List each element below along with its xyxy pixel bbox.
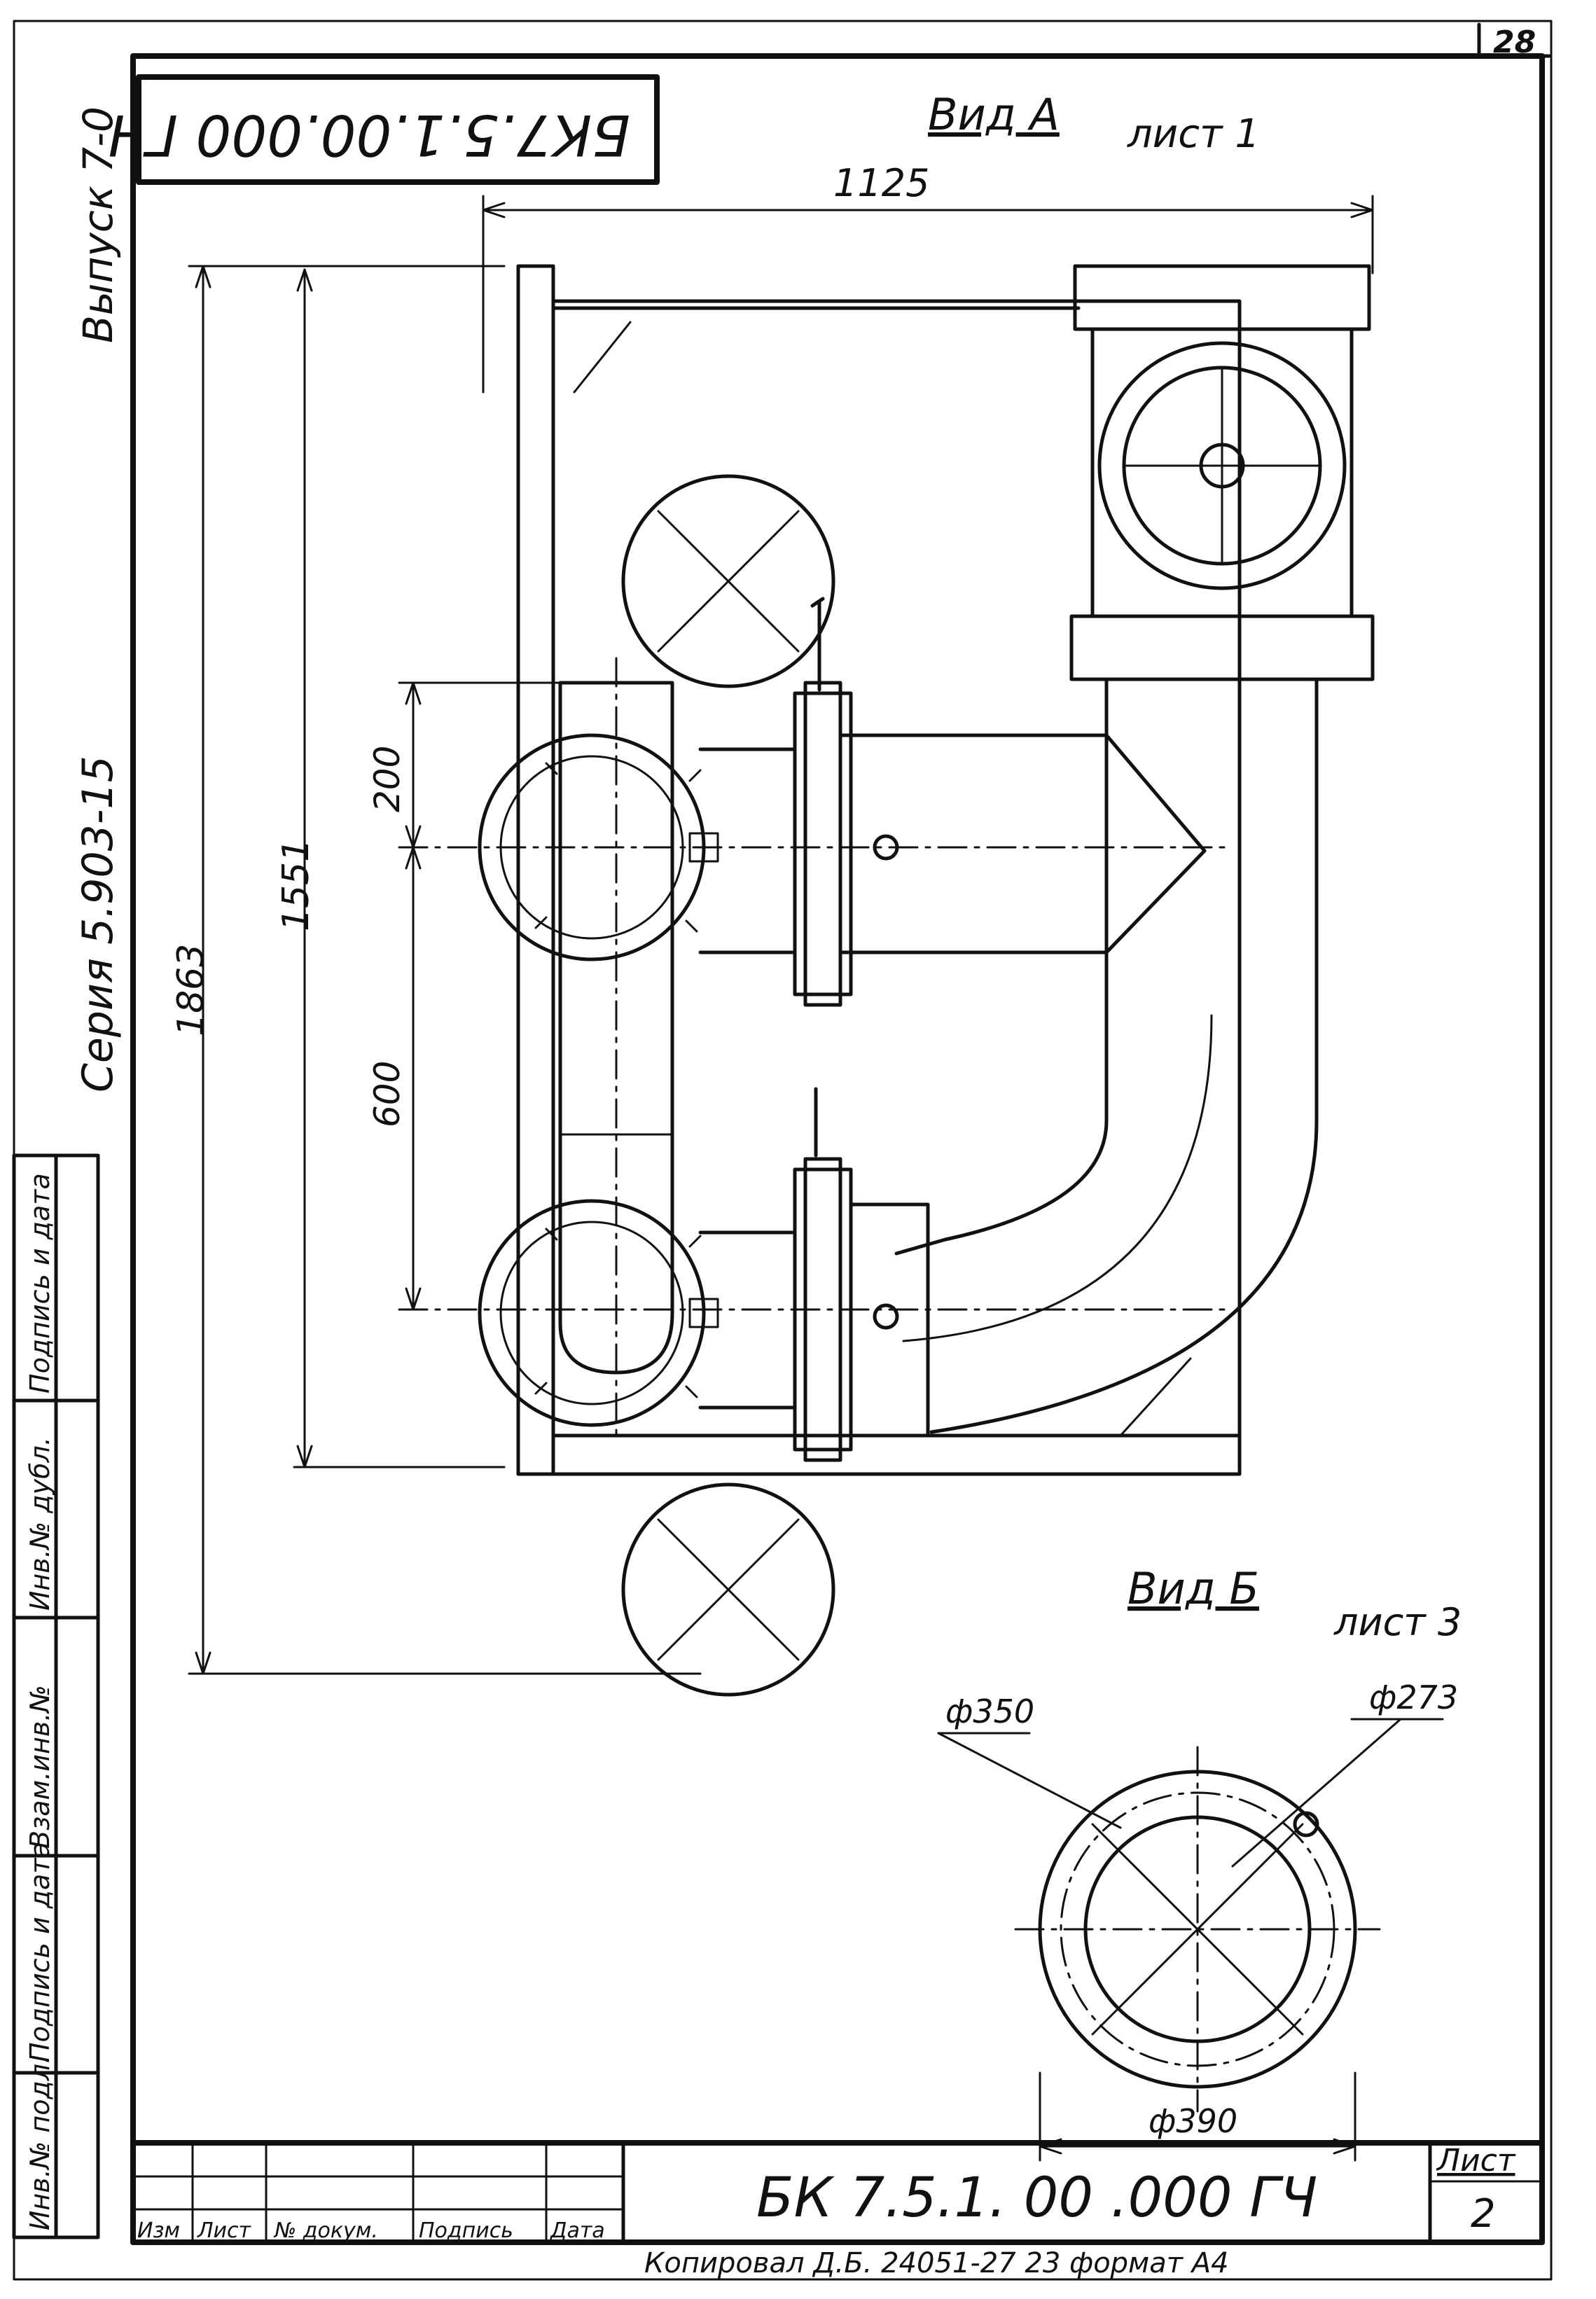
side-stamp-label-4: Инв.№ дубл. (25, 1437, 55, 1611)
lower-damper (478, 1199, 719, 1427)
side-stamp: Инв.№ подл. Подпись и дата Взам.инв.№ Ин… (12, 1153, 100, 2239)
view-b-dim-350: ф350 (945, 1693, 1034, 1730)
dim-200-label: 200 (367, 746, 408, 812)
center-lines-a (398, 657, 1234, 1437)
branches (698, 747, 797, 1410)
document-code: БК 7.5.1. 00 .000 ГЧ (756, 2167, 1317, 2230)
sheet-label: Лист (1436, 2143, 1516, 2179)
main-pipe (838, 677, 1319, 1434)
gate-disks (621, 474, 835, 1697)
dim-1551 (293, 268, 506, 1468)
copied-line: Копировал Д.Б. 24051-27 23 формат А4 (644, 2247, 1229, 2279)
view-b-ref: лист 3 (1333, 1600, 1462, 1644)
top-valve (1069, 264, 1375, 681)
side-stamp-label-5: Подпись и дата (25, 1173, 55, 1394)
view-b-dim-273: ф273 (1369, 1679, 1458, 1716)
side-stamp-label-1: Инв.№ подл. (25, 2055, 55, 2230)
title-col-list: Лист (197, 2218, 252, 2243)
rotated-code-text: БК7.5.1.00.000 ГЧ (109, 102, 630, 167)
view-a-title: Вид А (928, 89, 1060, 140)
support-frame (516, 264, 1242, 1476)
side-release: Выпуск 7-0 (74, 106, 122, 343)
rotated-code-stamp: БК7.5.1.00.000 ГЧ (109, 74, 660, 185)
view-b-flange (1014, 1746, 1381, 2113)
title-col-doc: № докум. (273, 2218, 378, 2243)
side-stamp-label-2: Подпись и дата (25, 1842, 55, 2062)
view-a-ref: лист 1 (1127, 111, 1260, 157)
dim-1125 (482, 195, 1374, 394)
dim-1551-label: 1551 (275, 839, 317, 931)
upper-flange (793, 681, 899, 1007)
view-b-dim-390: ф390 (1149, 2102, 1237, 2140)
page-number: 28 (1493, 25, 1536, 60)
dim-600-label: 600 (367, 1061, 408, 1127)
sheet-frame (13, 20, 1553, 2281)
left-margin-labels: Выпуск 7-0 Серия 5.903-15 (74, 106, 123, 1092)
side-series: Серия 5.903-15 (74, 756, 123, 1092)
dim-200-600 (398, 681, 562, 1311)
side-stamp-label-3: Взам.инв.№ (25, 1685, 55, 1849)
title-block (130, 2140, 1545, 2245)
title-col-sign: Подпись (419, 2218, 513, 2243)
dim-1125-label: 1125 (833, 161, 929, 205)
view-b-dims (937, 1718, 1444, 2162)
sheet-number: 2 (1471, 2191, 1496, 2237)
title-col-date: Дата (549, 2218, 605, 2243)
title-col-izm: Изм (137, 2218, 180, 2243)
dim-1863 (188, 265, 702, 1675)
dim-1863-label: 1863 (170, 944, 212, 1036)
view-b-title: Вид Б (1127, 1563, 1259, 1614)
